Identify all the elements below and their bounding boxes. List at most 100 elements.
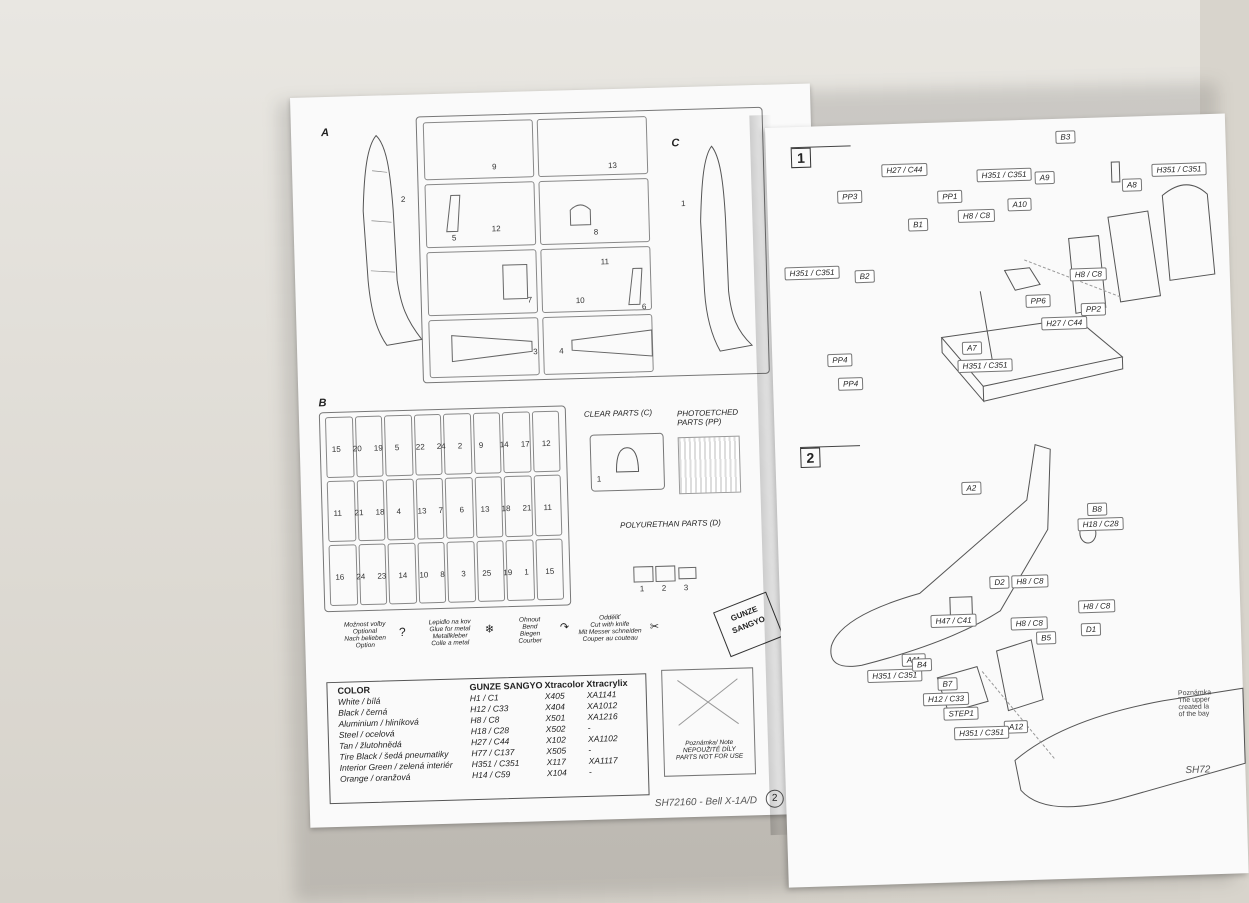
color-table: COLOR GUNZE SANGYO Xtracolor Xtracrylix … bbox=[326, 673, 650, 805]
part-number: 14 bbox=[398, 570, 408, 581]
clear-parts-label: CLEAR PARTS (C) bbox=[583, 408, 653, 419]
instruction-page-left: A C 1 2 9 13 5 12 8 11 7 10 6 3 4 B CLEA… bbox=[290, 83, 831, 828]
part-number: 24 bbox=[356, 572, 366, 582]
part-number: 2 bbox=[661, 583, 667, 593]
step-1-number: 1 bbox=[790, 147, 812, 169]
part-number: 23 bbox=[377, 571, 387, 581]
sprue-a-label: A bbox=[320, 126, 330, 140]
callout-label: H351 / C351 bbox=[976, 167, 1032, 183]
callout-label: H351 / C351 bbox=[953, 725, 1010, 741]
part-number: 7 bbox=[438, 505, 444, 516]
callout-label: H12 / C33 bbox=[922, 691, 970, 707]
footer-code: SH72160 - Bell X-1A/D bbox=[654, 795, 758, 810]
part-number: 1 bbox=[680, 198, 686, 209]
callout-label: B5 bbox=[1035, 631, 1057, 645]
part-number: 18 bbox=[501, 504, 511, 514]
callout-label: H27 / C44 bbox=[1041, 315, 1088, 331]
callout-label: B7 bbox=[937, 677, 958, 691]
part-number: 11 bbox=[333, 508, 343, 518]
part-number: 20 bbox=[352, 444, 362, 454]
part-number: 2 bbox=[457, 441, 463, 451]
glue-icon: ❄ bbox=[484, 623, 495, 636]
part-number: 10 bbox=[419, 570, 429, 580]
part-number: 25 bbox=[482, 568, 492, 578]
optional-icon: ? bbox=[398, 624, 406, 640]
wing-drawing bbox=[451, 335, 533, 363]
photoetched-fret bbox=[677, 435, 742, 495]
instruction-page-right: 1 2 Poznámka The upper created la of the… bbox=[765, 113, 1249, 888]
color-table-cell: H14 / C59 bbox=[471, 769, 511, 781]
part-number: 4 bbox=[396, 507, 402, 517]
part-number: 5 bbox=[394, 443, 400, 453]
sprue-c-label: C bbox=[671, 137, 680, 150]
part-number: 14 bbox=[499, 440, 509, 450]
fin-drawing bbox=[446, 194, 461, 233]
callout-label: A8 bbox=[1121, 178, 1142, 192]
poly-part-box bbox=[633, 566, 654, 583]
part-number: 18 bbox=[375, 507, 385, 517]
part-number: 17 bbox=[520, 439, 530, 449]
fin-drawing bbox=[628, 267, 643, 306]
side-note: Poznámka The upper created la of the bay bbox=[1177, 689, 1212, 719]
footer-code-right: SH72 bbox=[1185, 764, 1211, 777]
callout-label: B8 bbox=[1086, 502, 1108, 517]
not-for-use-note: Poznámka/ Note NEPOUŽITÉ DÍLY PARTS NOT … bbox=[675, 738, 744, 762]
part-number: 19 bbox=[373, 443, 383, 453]
part-number: 3 bbox=[461, 569, 466, 579]
part-number: 11 bbox=[600, 257, 610, 267]
callout-label: A10 bbox=[1007, 197, 1032, 212]
callout-label: PP1 bbox=[937, 189, 963, 204]
part-number: 13 bbox=[607, 160, 618, 171]
part-number: 9 bbox=[491, 162, 497, 172]
cross-out-icon bbox=[677, 678, 739, 726]
callout-label: H351 / C351 bbox=[1151, 162, 1207, 177]
callout-label: PP2 bbox=[1080, 302, 1107, 317]
part-number: 1 bbox=[639, 584, 645, 594]
callout-label: H27 / C44 bbox=[881, 162, 928, 178]
sprue-a-cell bbox=[422, 119, 535, 181]
part-number: 24 bbox=[436, 441, 446, 452]
part-number: 5 bbox=[451, 233, 457, 243]
legend-knife: Odděliť Cut with knife Mit Messer schnei… bbox=[578, 613, 642, 644]
photoetched-label: PHOTOETCHED PARTS (PP) bbox=[676, 407, 739, 428]
parts-not-for-use-box: Poznámka/ Note NEPOUŽITÉ DÍLY PARTS NOT … bbox=[661, 667, 757, 777]
callout-label: A2 bbox=[961, 481, 982, 496]
part-number: 10 bbox=[575, 295, 585, 306]
legend-glue: Lepidlo na kov Glue for metal Metallkleb… bbox=[428, 618, 471, 648]
part-number: 4 bbox=[559, 346, 564, 356]
part-number: 2 bbox=[400, 194, 406, 204]
callout-label: PP6 bbox=[1025, 294, 1051, 308]
step-1-assembly-drawing bbox=[940, 161, 1216, 403]
part-number: 12 bbox=[541, 438, 551, 449]
polyurethane-label: POLYURETHAN PARTS (D) bbox=[619, 518, 721, 530]
seat-drawing bbox=[569, 204, 592, 226]
part-number: 1 bbox=[596, 474, 602, 484]
callout-label: H47 / C41 bbox=[930, 613, 977, 629]
sprue-a-cell bbox=[536, 116, 649, 178]
part-number: 1 bbox=[524, 567, 529, 577]
callout-label: PP4 bbox=[837, 377, 864, 391]
callout-label: STEP1 bbox=[943, 706, 980, 721]
part-number: 11 bbox=[543, 502, 552, 513]
callout-label: H8 / C8 bbox=[1011, 574, 1049, 589]
callout-label: H8 / C8 bbox=[1077, 599, 1116, 614]
part-number: 22 bbox=[415, 442, 425, 452]
part-number: 21 bbox=[522, 503, 532, 513]
part-number: 16 bbox=[335, 572, 345, 582]
canopy-drawing bbox=[616, 447, 640, 473]
callout-label: H8 / C8 bbox=[1010, 616, 1049, 631]
fuselage-half-drawing bbox=[362, 134, 423, 346]
poly-part-box bbox=[655, 565, 676, 582]
callout-label: H8 / C8 bbox=[1069, 267, 1108, 282]
part-number: 8 bbox=[440, 569, 445, 579]
color-table-cell: - bbox=[588, 766, 592, 777]
callout-label: B1 bbox=[907, 217, 929, 232]
wing-drawing bbox=[571, 329, 653, 357]
callout-label: PP3 bbox=[837, 189, 863, 204]
step-2-assembly-drawing bbox=[830, 444, 1246, 808]
part-number: 6 bbox=[459, 505, 465, 515]
callout-label: H351 / C351 bbox=[957, 358, 1013, 374]
callout-label: A9 bbox=[1034, 170, 1055, 185]
part-number: 13 bbox=[480, 504, 490, 514]
